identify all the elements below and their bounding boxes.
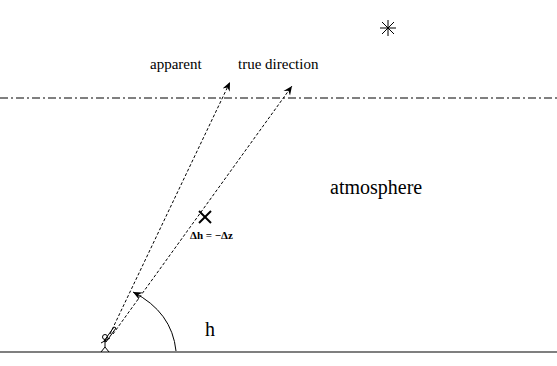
- region-label: atmosphere: [330, 176, 422, 198]
- star-symbol: [380, 20, 396, 36]
- apparent-ray: [110, 82, 230, 334]
- angle-mark: [199, 211, 211, 223]
- angle-label: Δh = −Δz: [188, 229, 235, 241]
- ground-line: [0, 351, 557, 352]
- atmosphere-boundary: [0, 98, 557, 99]
- true-direction-label: true direction: [238, 56, 318, 73]
- observer-icon: [101, 327, 116, 352]
- apparent-label: apparent: [150, 56, 202, 73]
- altitude-arc: [133, 292, 176, 351]
- true-ray: [113, 86, 292, 334]
- altitude-label: h: [205, 318, 215, 340]
